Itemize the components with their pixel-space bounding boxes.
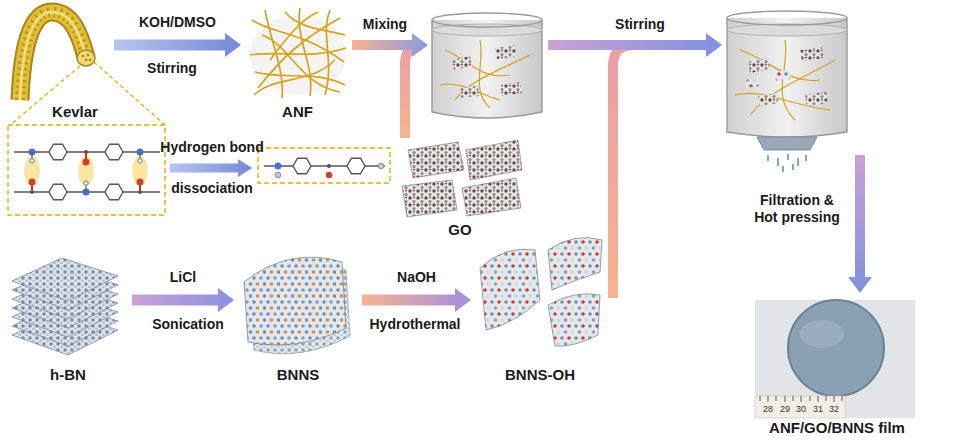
step-label: Stirring — [147, 60, 197, 77]
reagent-label: KOH/DMSO — [139, 14, 216, 31]
step-label: Hydrothermal — [369, 316, 460, 333]
figure-node: Kevlar — [40, 4, 110, 122]
kevlar-structure — [8, 125, 165, 215]
step-label: Mixing — [363, 16, 407, 33]
hbn-stack — [12, 258, 118, 355]
reagent-label: NaOH — [397, 269, 436, 286]
reagent-label: LiCl — [170, 269, 196, 286]
node-label: BNNS — [277, 366, 320, 384]
feed-arrow — [613, 45, 634, 298]
node-label: h-BN — [50, 366, 86, 384]
ruler-number: 30 — [796, 404, 806, 415]
figure-node: BNNS — [238, 240, 358, 385]
step-label: Hydrogen bond — [160, 139, 263, 156]
figure-node: GO — [395, 140, 525, 240]
ruler-number: 32 — [829, 404, 839, 415]
node-label: Kevlar — [52, 103, 98, 121]
bnns-oh-fragments — [480, 238, 602, 347]
process-arrow — [848, 155, 872, 293]
step-label: Stirring — [615, 16, 665, 33]
node-label: BNNS-OH — [505, 366, 575, 384]
bnns-sheet — [244, 257, 350, 354]
step-label: Sonication — [152, 316, 224, 333]
process-arrow — [114, 33, 241, 57]
process-arrow — [548, 33, 722, 57]
step-label: dissociation — [171, 180, 253, 197]
process-arrow — [170, 159, 252, 177]
figure-node: ANF/GO/BNNS film — [752, 298, 922, 438]
ruler-number: 28 — [763, 404, 773, 415]
ruler-number: 31 — [813, 404, 823, 415]
film-photo — [755, 300, 915, 418]
process-arrow — [362, 288, 471, 312]
node-label: ANF — [282, 103, 313, 121]
go-sheets — [402, 140, 522, 217]
node-label: ANF/GO/BNNS film — [769, 419, 905, 437]
node-label: GO — [448, 221, 471, 239]
beaker — [432, 13, 542, 118]
figure-node: BNNS-OH — [475, 225, 605, 385]
figure-node: ANF — [245, 4, 350, 122]
anf-fibers — [250, 8, 346, 98]
process-arrow — [352, 33, 428, 57]
process-arrow — [132, 288, 234, 312]
figure-node: h-BN — [8, 250, 128, 385]
step-label: Filtration & Hot pressing — [747, 192, 847, 226]
anf-structure — [258, 148, 390, 183]
ruler-number: 29 — [780, 404, 790, 415]
filter-beaker — [727, 11, 847, 172]
feed-arrow — [405, 45, 422, 138]
